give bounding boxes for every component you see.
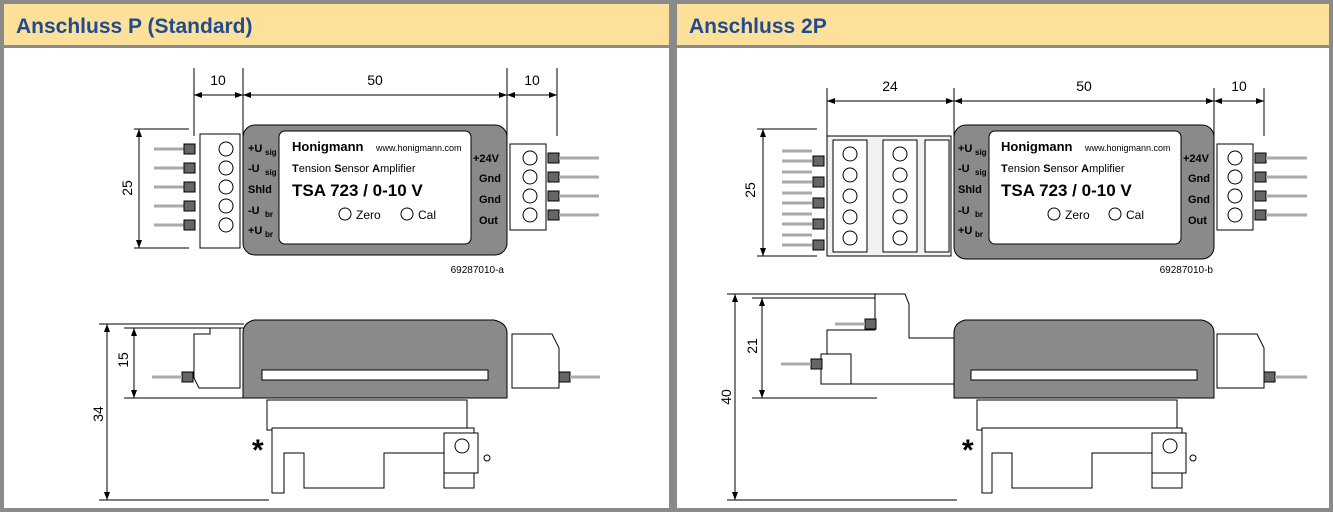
pin-label: +U — [248, 143, 262, 155]
panel-2p: Anschluss 2P 24 50 10 — [673, 0, 1333, 512]
figure-id: 69287010-b — [1160, 265, 1214, 276]
zero-label: Zero — [1065, 208, 1090, 222]
pin-subscript: br — [265, 210, 273, 219]
right-terminal-block — [1216, 143, 1307, 231]
pin-subscript: sig — [975, 168, 987, 177]
zero-trim-icon — [338, 207, 352, 221]
panel-title: Anschluss 2P — [689, 15, 827, 38]
pin-subscript: sig — [975, 148, 987, 157]
device-description: Tension Sensor Amplifier — [1001, 163, 1125, 175]
right-terminal-block — [509, 143, 599, 231]
cal-trim-icon — [1108, 207, 1122, 221]
standard-drawing: 10 50 10 25 — [90, 68, 600, 501]
pin-label: Gnd — [1188, 173, 1210, 185]
device-side-view — [152, 319, 600, 494]
panel-header: Anschluss P (Standard) — [4, 4, 669, 48]
pin-subscript: br — [265, 230, 273, 239]
device-description: Tension Sensor Amplifier — [292, 163, 416, 175]
device-label — [278, 130, 472, 245]
pin-label: +24V — [1183, 153, 1210, 165]
dim-top-c: 10 — [1231, 78, 1247, 94]
dim-side: 25 — [119, 180, 135, 196]
dim-height-2: 40 — [718, 389, 734, 405]
pin-label: -U — [958, 205, 970, 217]
dim-height-2: 34 — [90, 406, 106, 422]
pin-label: +U — [958, 225, 972, 237]
pin-label: Gnd — [479, 173, 501, 185]
cal-trim-icon — [400, 207, 414, 221]
cal-label: Cal — [1126, 208, 1144, 222]
dim-top-a: 24 — [882, 78, 898, 94]
dim-height-1: 21 — [744, 338, 760, 354]
cal-label: Cal — [418, 208, 436, 222]
left-terminal-block — [154, 133, 241, 249]
pin-label: Gnd — [1188, 194, 1210, 206]
panel-standard: Anschluss P (Standard) 10 — [0, 0, 673, 512]
panel-title: Anschluss P (Standard) — [16, 15, 253, 38]
dim-top-b: 50 — [367, 72, 383, 88]
figure-id: 69287010-a — [451, 265, 505, 276]
pin-label: Out — [479, 215, 498, 227]
pin-subscript: sig — [265, 148, 277, 157]
model-name: TSA 723 / 0-10 V — [1001, 181, 1132, 200]
pin-label: +24V — [473, 153, 500, 165]
pin-label: Shld — [958, 184, 982, 196]
pin-label: -U — [958, 163, 970, 175]
note-asterisk: * — [962, 434, 974, 467]
brand: Honigmann — [1001, 139, 1073, 154]
dim-top-b: 50 — [1076, 78, 1092, 94]
zero-trim-icon — [1047, 207, 1061, 221]
pin-label: Shld — [248, 184, 272, 196]
brand-url: www.honigmann.com — [375, 143, 462, 153]
zero-label: Zero — [356, 208, 381, 222]
pin-subscript: br — [975, 230, 983, 239]
pin-label: Out — [1188, 215, 1207, 227]
dim-top-c: 10 — [524, 72, 540, 88]
pin-label: -U — [248, 163, 260, 175]
dim-top-a: 10 — [210, 72, 226, 88]
dim-side: 25 — [742, 182, 758, 198]
device-side-view — [781, 293, 1307, 494]
pin-label: +U — [958, 143, 972, 155]
brand-url: www.honigmann.com — [1084, 143, 1171, 153]
pin-label: Gnd — [479, 194, 501, 206]
2p-drawing: 24 50 10 25 — [718, 78, 1307, 501]
brand: Honigmann — [292, 139, 364, 154]
panel-header: Anschluss 2P — [677, 4, 1329, 48]
pin-label: +U — [248, 225, 262, 237]
pin-subscript: br — [975, 210, 983, 219]
pin-subscript: sig — [265, 168, 277, 177]
device-label — [988, 130, 1182, 245]
pin-label: -U — [248, 205, 260, 217]
note-asterisk: * — [252, 434, 264, 467]
dim-height-1: 15 — [115, 352, 131, 368]
double-terminal-block — [782, 135, 952, 257]
model-name: TSA 723 / 0-10 V — [292, 181, 423, 200]
